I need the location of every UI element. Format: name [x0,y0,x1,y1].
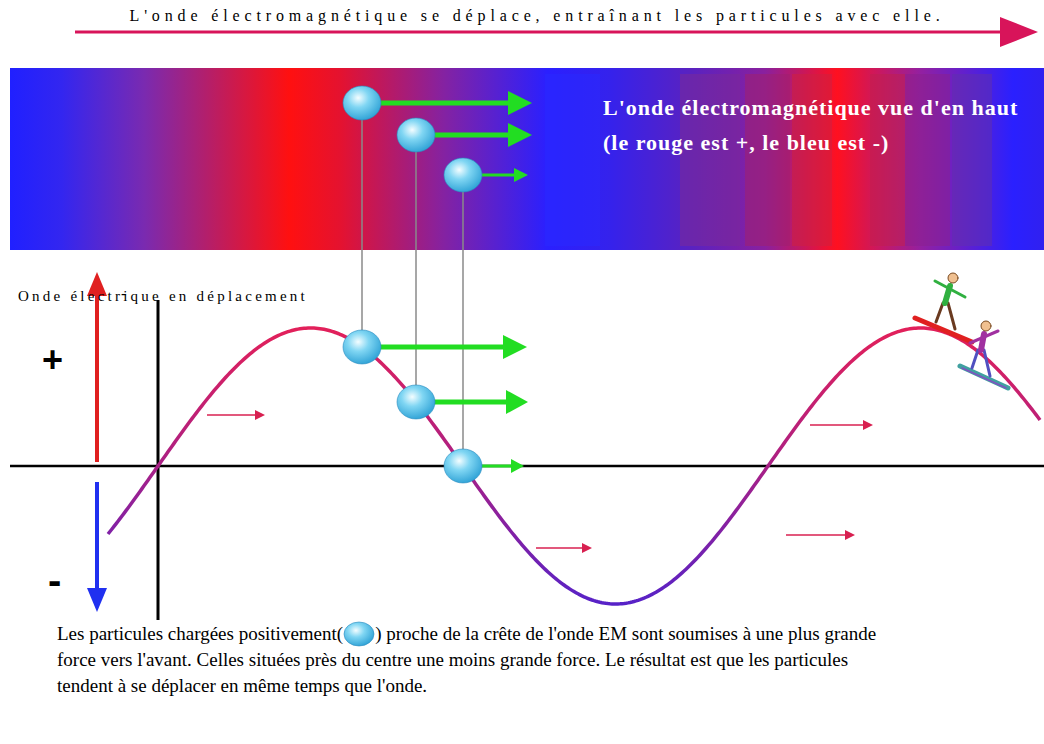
title-slot: L'onde électromagnétique se déplace, ent… [130,6,945,26]
wave-band [10,68,1044,250]
direction-arrow-head [845,530,855,540]
travel-arrow-line [75,31,1004,34]
force-arrow-head [506,390,528,414]
force-arrow [481,465,512,468]
wave-direction-arrows [207,410,873,553]
force-arrow [380,345,507,350]
leader-line [462,175,464,466]
force-arrow [380,101,512,106]
band-stripe [545,74,600,246]
particle-icon [343,621,375,647]
surfer-arm [935,281,950,289]
direction-arrow [810,424,866,426]
surfer-leg [972,350,978,368]
surfer-head [948,273,958,283]
surfer-leg [984,350,990,376]
surfer-figure [915,273,972,342]
label-slot: - [48,556,61,604]
surfer-leg [948,303,955,329]
wave-layer [108,328,1040,604]
surfer-arm [950,289,965,297]
force-arrow [481,174,515,177]
surfer-leg [936,303,943,322]
surfboard [960,366,1008,388]
force-arrow-head [508,123,532,147]
charged-particle [444,449,482,483]
axis-sign: - [121,284,126,303]
vertical-axis [157,300,160,620]
force-arrow-head [514,168,528,182]
charged-particle [343,330,381,364]
positive-arrow-line [95,292,99,462]
leader-line [415,135,417,402]
label-slot: - [121,284,126,303]
charged-particle [344,622,374,646]
wave-title: L'onde électromagnétique se déplace, ent… [130,6,945,26]
surfer-head [981,321,991,331]
surfboard-stripe [962,368,1006,388]
horizontal-axis [10,465,1044,468]
surfer-arm [970,337,984,343]
leader-line [361,103,363,347]
force-arrow-head [503,335,527,359]
charged-particle [444,158,482,192]
travel-arrow-head [1000,17,1038,47]
particle-leaders [362,103,463,466]
charged-particle [343,86,381,120]
caption-text: Les particules chargées positivement( [57,623,343,644]
direction-arrow-head [255,410,265,420]
surfboard [915,318,972,342]
direction-arrow-head [582,543,592,553]
positive-sign: + [42,338,63,381]
top-view-band: L'onde électromagnétique vue d'en haut (… [10,68,1044,250]
negative-arrow-head [87,588,107,612]
direction-arrow [536,547,585,549]
direction-arrow [207,414,258,416]
particles [343,86,482,483]
caption-block: Les particules chargées positivement() p… [57,621,887,699]
force-arrow-head [508,91,532,115]
electric-wave [108,328,1040,604]
surfer-figure [960,321,1008,388]
direction-arrow-head [863,420,873,430]
force-arrow [434,133,512,138]
direction-arrow [786,534,848,536]
wave-label: Onde électrique en déplacement [18,287,308,305]
charged-particle [397,385,435,419]
force-arrow-head [511,459,524,473]
band-caption: L'onde électromagnétique vue d'en haut (… [603,90,1043,160]
force-arrow [434,400,510,405]
surfer-arm [984,331,998,337]
charged-particle [397,118,435,152]
negative-sign: - [48,556,61,604]
label-slot: Onde électrique en déplacement [18,287,308,305]
negative-arrow-line [95,482,99,592]
label-slot: + [42,338,63,381]
